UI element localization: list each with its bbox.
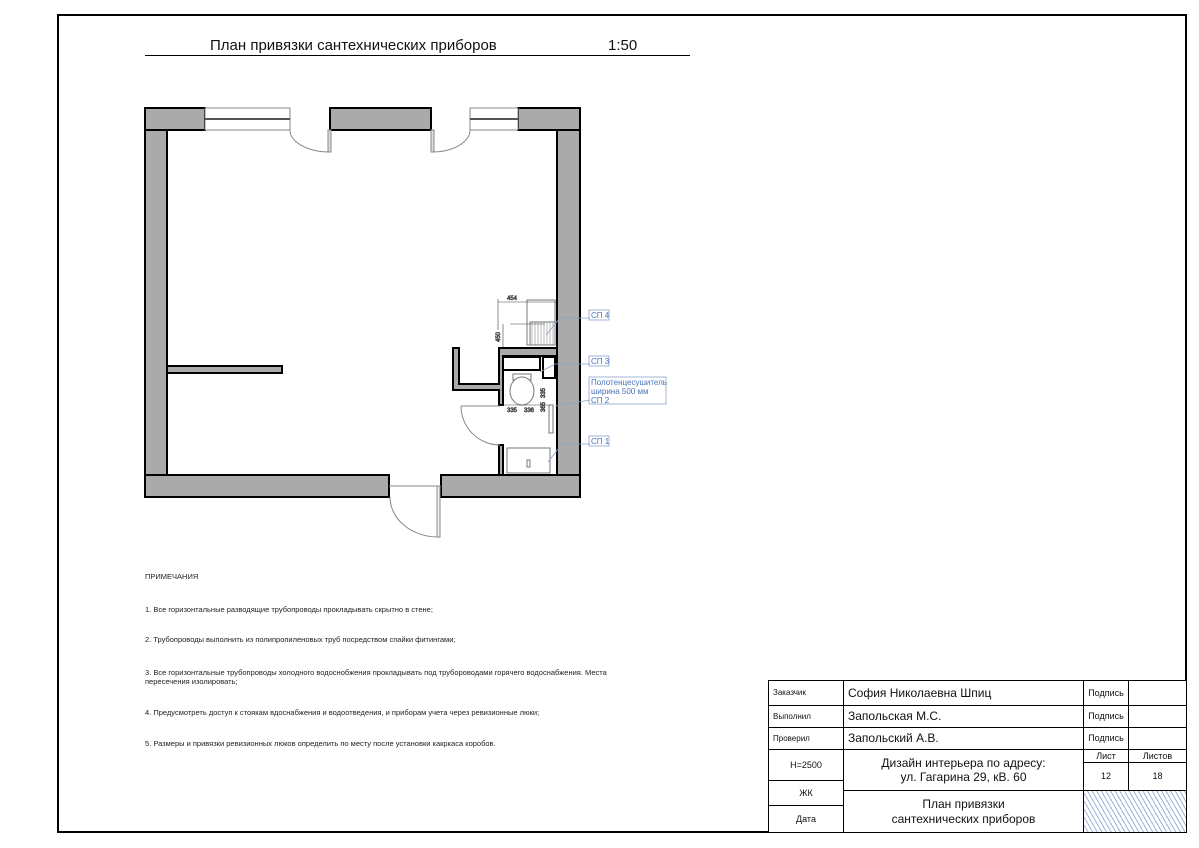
dimensions: 454 450 335 336 335 365: [496, 296, 556, 414]
customer-name: София Николаевна Шпиц: [843, 680, 1084, 706]
sheet-label: Лист: [1083, 749, 1129, 763]
wall-top-middle: [329, 107, 432, 131]
washing-machine-hatch: [529, 321, 556, 346]
sink-tap: [526, 459, 531, 468]
notes-heading: ПРИМЕЧАНИЯ: [145, 572, 199, 581]
drawing-scale: 1:50: [608, 37, 638, 54]
windows: [204, 107, 519, 131]
drawing-frame: [57, 14, 1187, 833]
leaders: [539, 309, 667, 463]
dim-365-v: 365: [541, 401, 547, 412]
dim-450: 450: [496, 331, 502, 342]
shelf-box: [502, 356, 541, 371]
wall-right: [556, 107, 581, 498]
dim-454: 454: [507, 296, 518, 302]
height-value: Н=2500: [768, 749, 844, 781]
bathroom-walls: [452, 347, 558, 406]
signature-label: Подпись: [1083, 680, 1129, 706]
note-item: 3. Все горизонтальные трубопроводы холод…: [145, 668, 607, 677]
checker-label: Проверил: [768, 727, 844, 750]
label-sp4: СП 4: [591, 311, 610, 320]
toilet-bowl: [509, 376, 535, 406]
balcony-door-1-swing: [289, 129, 331, 153]
note-item: 5. Размеры и привязки ревизионных люков …: [145, 739, 496, 748]
dim-336: 336: [524, 408, 535, 414]
note-item: 4. Предусмотреть доступ к стоякам вдосна…: [145, 708, 540, 717]
balcony-door-2-leaf: [430, 129, 435, 153]
dim-335: 335: [507, 408, 518, 414]
note-item: 1. Все горизонтальные разводящие трубопр…: [145, 605, 433, 614]
complex-label: ЖК: [768, 780, 844, 806]
bathroom-wall-lower: [498, 444, 504, 476]
signature-label: Подпись: [1083, 727, 1129, 750]
fixtures: [502, 299, 556, 474]
sheets-total: 18: [1128, 762, 1187, 791]
dim-335-v: 335: [541, 387, 547, 398]
signature-label: Подпись: [1083, 705, 1129, 728]
customer-label: Заказчик: [768, 680, 844, 706]
partition-wall: [166, 365, 283, 374]
entrance-door-leaf: [436, 485, 441, 538]
wall-bottom-right: [440, 474, 581, 498]
label-sp2: СП 2: [591, 396, 610, 405]
towel-dryer: [548, 404, 554, 434]
doors: [289, 129, 501, 538]
checker-name: Запольский А.В.: [843, 727, 1084, 750]
wall-top-left: [144, 107, 206, 131]
drawing-title: План привязки сантехнических приборов: [210, 37, 497, 54]
label-towel-2: ширина 500 мм: [591, 387, 648, 396]
project-name: Дизайн интерьера по адресу: ул. Гагарина…: [843, 749, 1084, 791]
signature-field[interactable]: [1128, 727, 1187, 750]
label-sp1: СП 1: [591, 437, 610, 446]
title-underline: [145, 55, 690, 56]
wall-top-right: [517, 107, 581, 131]
performer-name: Запольская М.С.: [843, 705, 1084, 728]
note-item: 2. Трубопроводы выполнить из полипропиле…: [145, 635, 456, 644]
hatched-cell: [1083, 790, 1187, 833]
wall-bottom-left: [144, 474, 390, 498]
entrance-door-swing: [389, 496, 439, 538]
date-label: Дата: [768, 805, 844, 833]
label-towel-1: Полотенцесушитель: [591, 378, 667, 387]
walls: [144, 107, 581, 498]
sheets-label: Листов: [1128, 749, 1187, 763]
signature-field[interactable]: [1128, 705, 1187, 728]
sheet-number: 12: [1083, 762, 1129, 791]
performer-label: Выполнил: [768, 705, 844, 728]
note-item: пересечения изолировать;: [145, 677, 238, 686]
wall-left: [144, 107, 168, 498]
balcony-door-1-leaf: [327, 129, 332, 153]
bathroom-door-swing: [460, 405, 501, 446]
sheet-title: План привязки сантехнических приборов: [843, 790, 1084, 833]
label-sp3: СП 3: [591, 357, 610, 366]
balcony-door-2-swing: [431, 129, 471, 153]
signature-field[interactable]: [1128, 680, 1187, 706]
